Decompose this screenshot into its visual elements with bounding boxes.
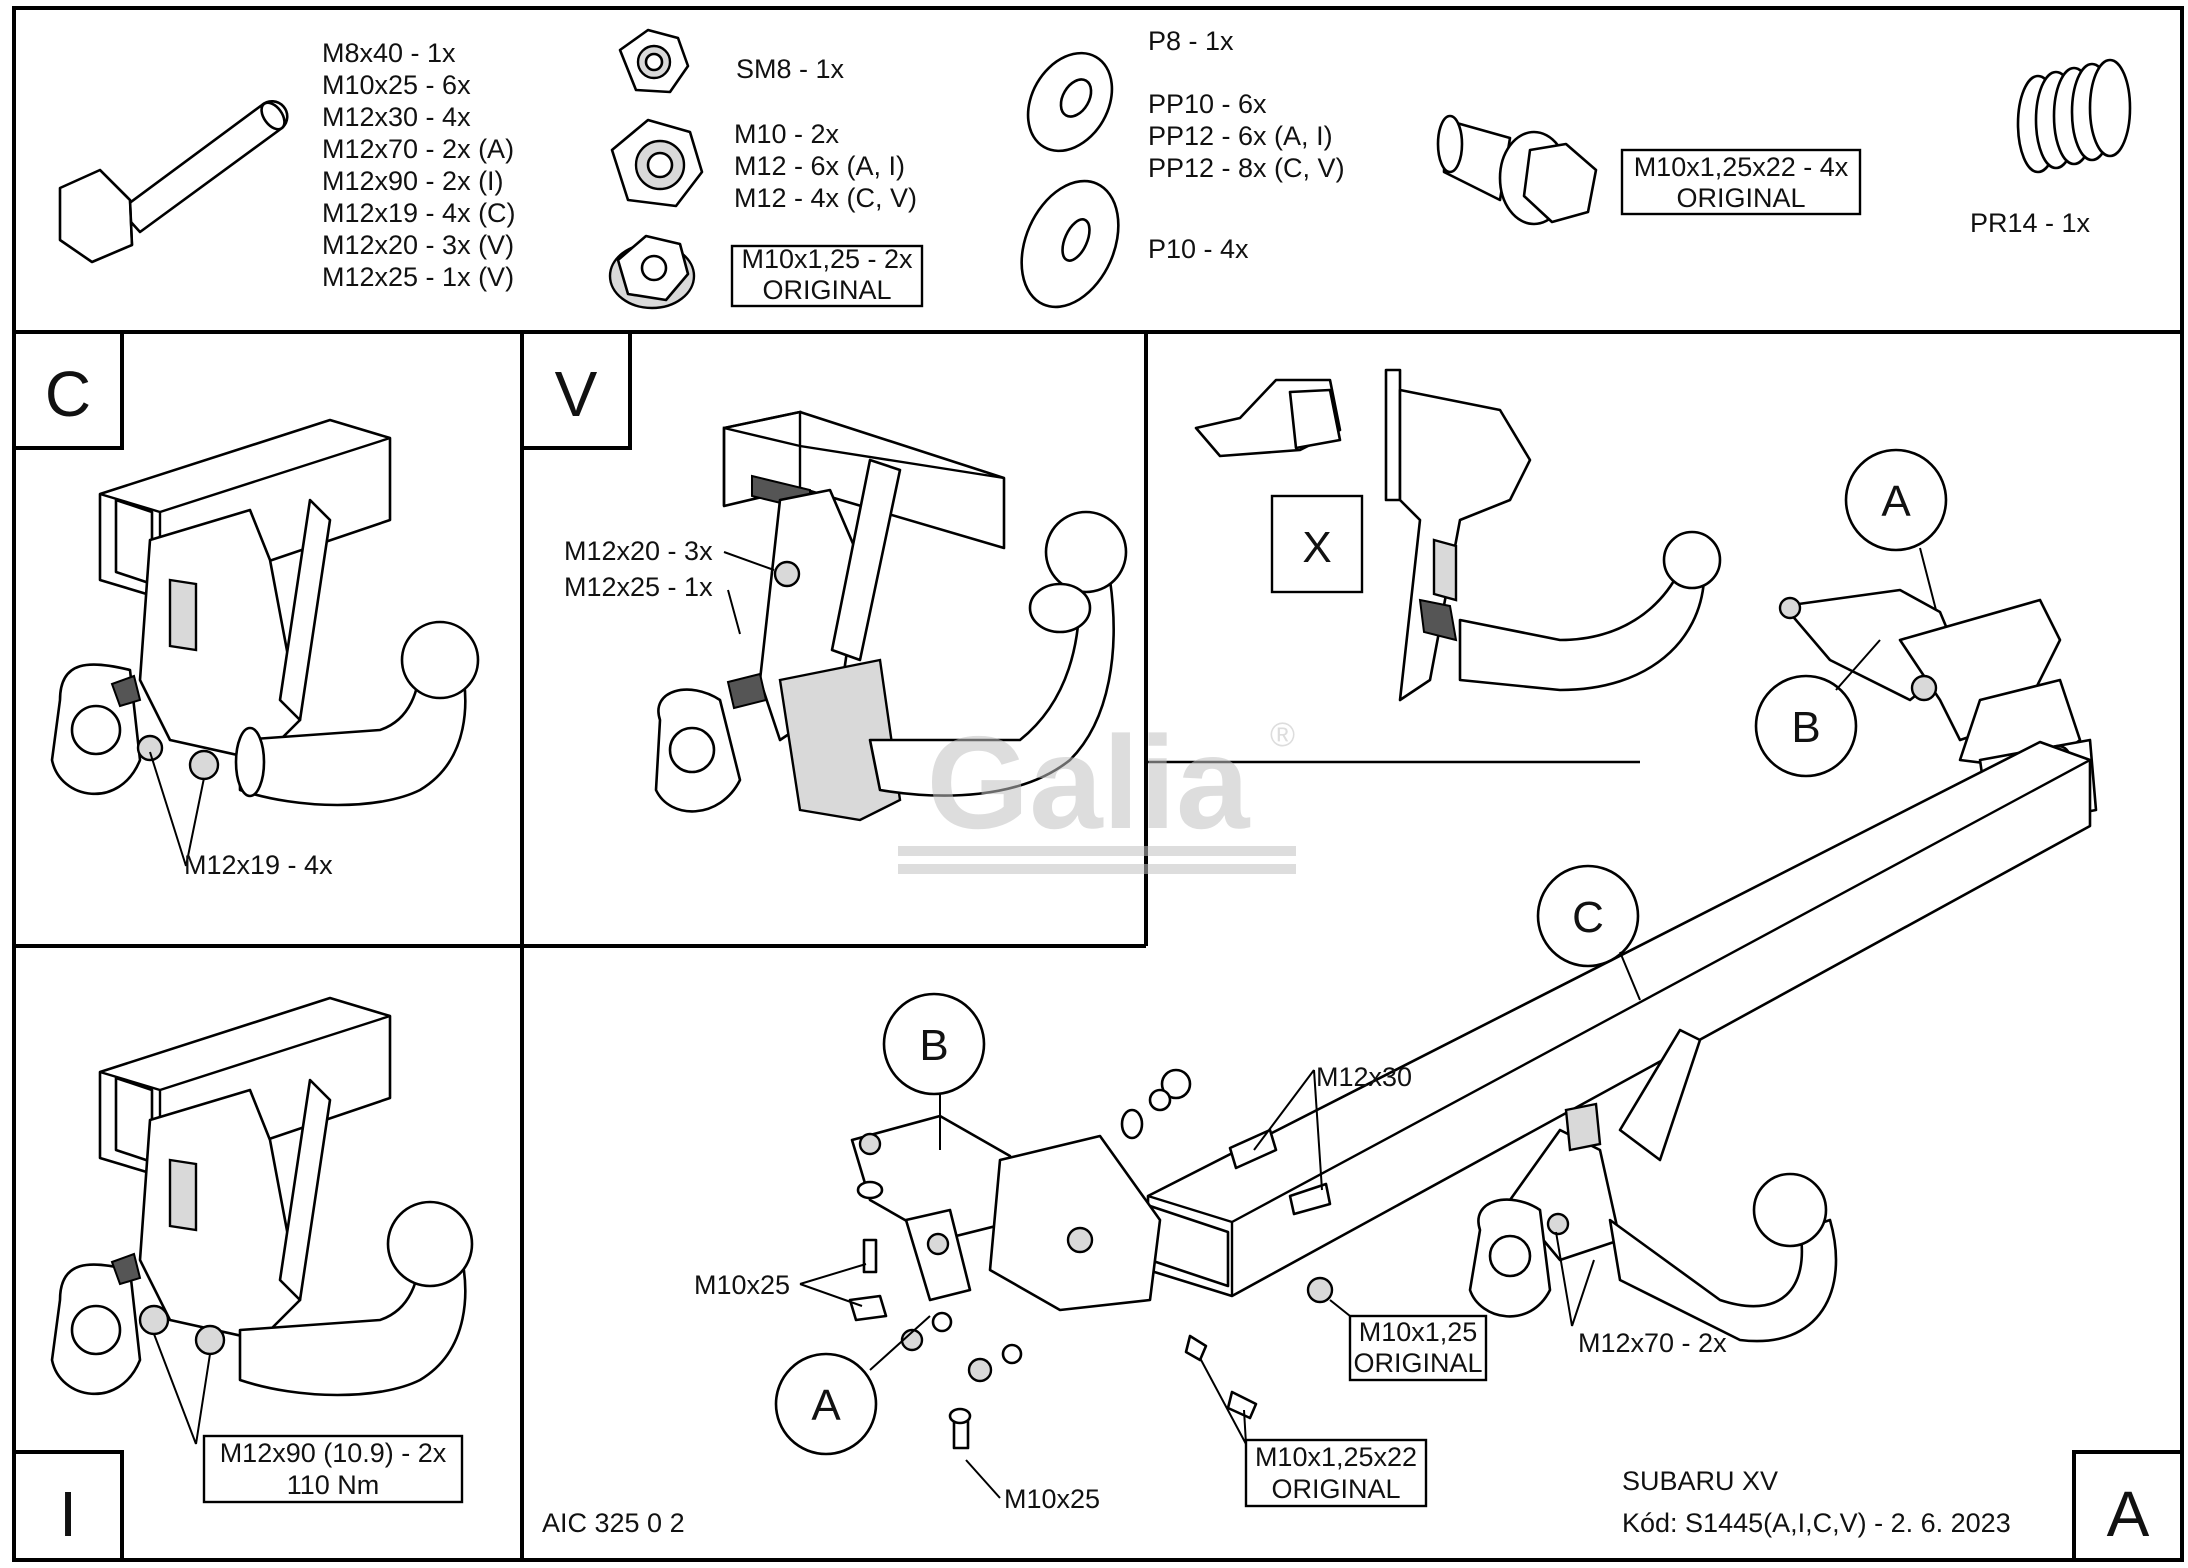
- vehicle-model: SUBARU XV: [1622, 1466, 1778, 1496]
- svg-text:®: ®: [1270, 716, 1295, 754]
- label-c-bolts: M12x19 - 4x: [184, 850, 333, 880]
- washer-p8-icon: [1026, 51, 1114, 153]
- panel-tag-box-a: [2072, 1450, 2184, 1562]
- orig-bolt-tag-main: ORIGINAL: [1271, 1474, 1400, 1504]
- callout-c: [1536, 864, 1640, 968]
- callout-b-main: [882, 992, 986, 1096]
- towbar-v-drawing: [654, 410, 1128, 822]
- svg-text:PP12 - 8x (C, V): PP12 - 8x (C, V): [1148, 153, 1345, 183]
- original-nut-size: M10x1,25 - 2x: [741, 244, 913, 274]
- leader-v: [723, 551, 775, 635]
- drawing-number: AIC 325 0 2: [542, 1508, 685, 1538]
- leader-m12x30: [1253, 1069, 1323, 1191]
- label-i-box: [202, 1434, 464, 1504]
- svg-text:M12x20 - 3x (V): M12x20 - 3x (V): [322, 230, 514, 260]
- leaders-top-callouts: [1835, 547, 1937, 691]
- washer-p10-label: P10 - 4x: [1148, 234, 1249, 264]
- svg-text:M12x19 - 4x (C): M12x19 - 4x (C): [322, 198, 516, 228]
- svg-text:M8x40 - 1x: M8x40 - 1x: [322, 38, 456, 68]
- panel-tag-c: C: [45, 358, 91, 430]
- svg-text:M12x25 - 1x: M12x25 - 1x: [564, 572, 713, 602]
- leader-m10x25-bottom: [965, 1459, 1001, 1499]
- svg-text:M10 - 2x: M10 - 2x: [734, 119, 840, 149]
- svg-text:B: B: [919, 1021, 948, 1070]
- svg-text:Galia: Galia: [927, 709, 1251, 856]
- callout-b-top: [1754, 674, 1858, 778]
- svg-text:M12x25 - 1x (V): M12x25 - 1x (V): [322, 262, 514, 292]
- towbar-c-drawing: [50, 418, 480, 807]
- galia-watermark: Galia ®: [898, 709, 1296, 874]
- spring-label: PR14 - 1x: [1970, 208, 2091, 238]
- leaders-main-callouts: [869, 1094, 941, 1371]
- panel-tag-i: I: [59, 1478, 77, 1550]
- svg-text:PP10 - 6x: PP10 - 6x: [1148, 89, 1267, 119]
- flange-nut-icon: [608, 234, 696, 310]
- towbar-x-drawing: [1194, 368, 1722, 702]
- hex-nut-icon: [610, 118, 704, 208]
- leader-m10x25-left: [799, 1263, 867, 1307]
- orig-nut-box-main: [1348, 1314, 1488, 1382]
- label-m12x30: M12x30: [1316, 1062, 1412, 1092]
- panel-tag-box-x: [1270, 494, 1364, 594]
- svg-text:M12x30 - 4x: M12x30 - 4x: [322, 102, 471, 132]
- leader-m12x70: [1555, 1231, 1595, 1327]
- washer-pp-list: PP10 - 6x PP12 - 6x (A, I) PP12 - 8x (C,…: [1148, 89, 1345, 183]
- leader-i: [153, 1333, 211, 1445]
- leader-c: [149, 751, 205, 867]
- small-lock-nut-icon: [618, 28, 690, 94]
- svg-text:C: C: [1572, 893, 1604, 942]
- label-m10x25-left: M10x25: [694, 1270, 790, 1300]
- svg-text:M12x90 - 2x (I): M12x90 - 2x (I): [322, 166, 504, 196]
- panel-tag-box-v: [520, 330, 632, 450]
- panel-tag-a: A: [2107, 1478, 2150, 1550]
- leader-orig-nut: [1329, 1299, 1351, 1317]
- orig-nut-tag-main: ORIGINAL: [1353, 1348, 1482, 1378]
- washer-p8-label: P8 - 1x: [1148, 26, 1234, 56]
- callout-a-top: [1844, 448, 1948, 552]
- panel-tag-v: V: [555, 358, 598, 430]
- towbar-i-drawing: [50, 996, 474, 1397]
- svg-text:A: A: [1881, 477, 1911, 526]
- orig-bolt-box-main: [1244, 1438, 1428, 1508]
- svg-text:M12 - 6x (A, I): M12 - 6x (A, I): [734, 151, 905, 181]
- towbar-neck-main: [1468, 1028, 1838, 1343]
- spring-icon: [2016, 58, 2132, 174]
- flange-bolt-icon: [1436, 114, 1598, 226]
- svg-text:M12x20 - 3x: M12x20 - 3x: [564, 536, 713, 566]
- bracket-left: [850, 1114, 1162, 1312]
- label-i-bolts: M12x90 (10.9) - 2x: [220, 1438, 447, 1468]
- label-i-torque: 110 Nm: [287, 1470, 380, 1500]
- leader-orig-bolt: [1199, 1357, 1247, 1445]
- panel-tag-x: X: [1302, 523, 1331, 572]
- sm8-label: SM8 - 1x: [736, 54, 845, 84]
- panel-tag-box-c: [12, 330, 124, 450]
- orig-bolt-size-main: M10x1,25x22: [1255, 1442, 1417, 1472]
- orig-nut-size-main: M10x1,25: [1359, 1317, 1478, 1347]
- original-nut-tag: ORIGINAL: [762, 275, 891, 305]
- label-m12x70: M12x70 - 2x: [1578, 1328, 1727, 1358]
- svg-text:M10x25 - 6x: M10x25 - 6x: [322, 70, 471, 100]
- outer-frame: [12, 6, 2184, 1562]
- original-nut-box: [730, 244, 924, 308]
- original-bolt-tag: ORIGINAL: [1676, 183, 1805, 213]
- crossbar-tube: [1146, 740, 2092, 1298]
- svg-text:B: B: [1791, 703, 1820, 752]
- original-bolt-size: M10x1,25x22 - 4x: [1634, 152, 1849, 182]
- original-bolt-box: [1620, 148, 1862, 216]
- panel-tag-box-i: [12, 1450, 124, 1562]
- svg-text:PP12 - 6x (A, I): PP12 - 6x (A, I): [1148, 121, 1333, 151]
- leader-c-main: [1619, 951, 1641, 1001]
- label-m10x25-bottom: M10x25: [1004, 1484, 1100, 1514]
- callout-a-main: [774, 1352, 878, 1456]
- washer-p10-icon: [1020, 179, 1120, 309]
- svg-text:M12 - 4x (C, V): M12 - 4x (C, V): [734, 183, 917, 213]
- bolt-list: M8x40 - 1x M10x25 - 6x M12x30 - 4x M12x7…: [322, 38, 516, 292]
- svg-text:M12x70 - 2x (A): M12x70 - 2x (A): [322, 134, 514, 164]
- nut-list: M10 - 2x M12 - 6x (A, I) M12 - 4x (C, V): [734, 119, 917, 213]
- label-v-bolts: M12x20 - 3x M12x25 - 1x: [564, 536, 713, 602]
- hex-bolt-icon: [58, 100, 289, 264]
- svg-text:A: A: [811, 1381, 841, 1430]
- kit-code: Kód: S1445(A,I,C,V) - 2. 6. 2023: [1622, 1508, 2011, 1538]
